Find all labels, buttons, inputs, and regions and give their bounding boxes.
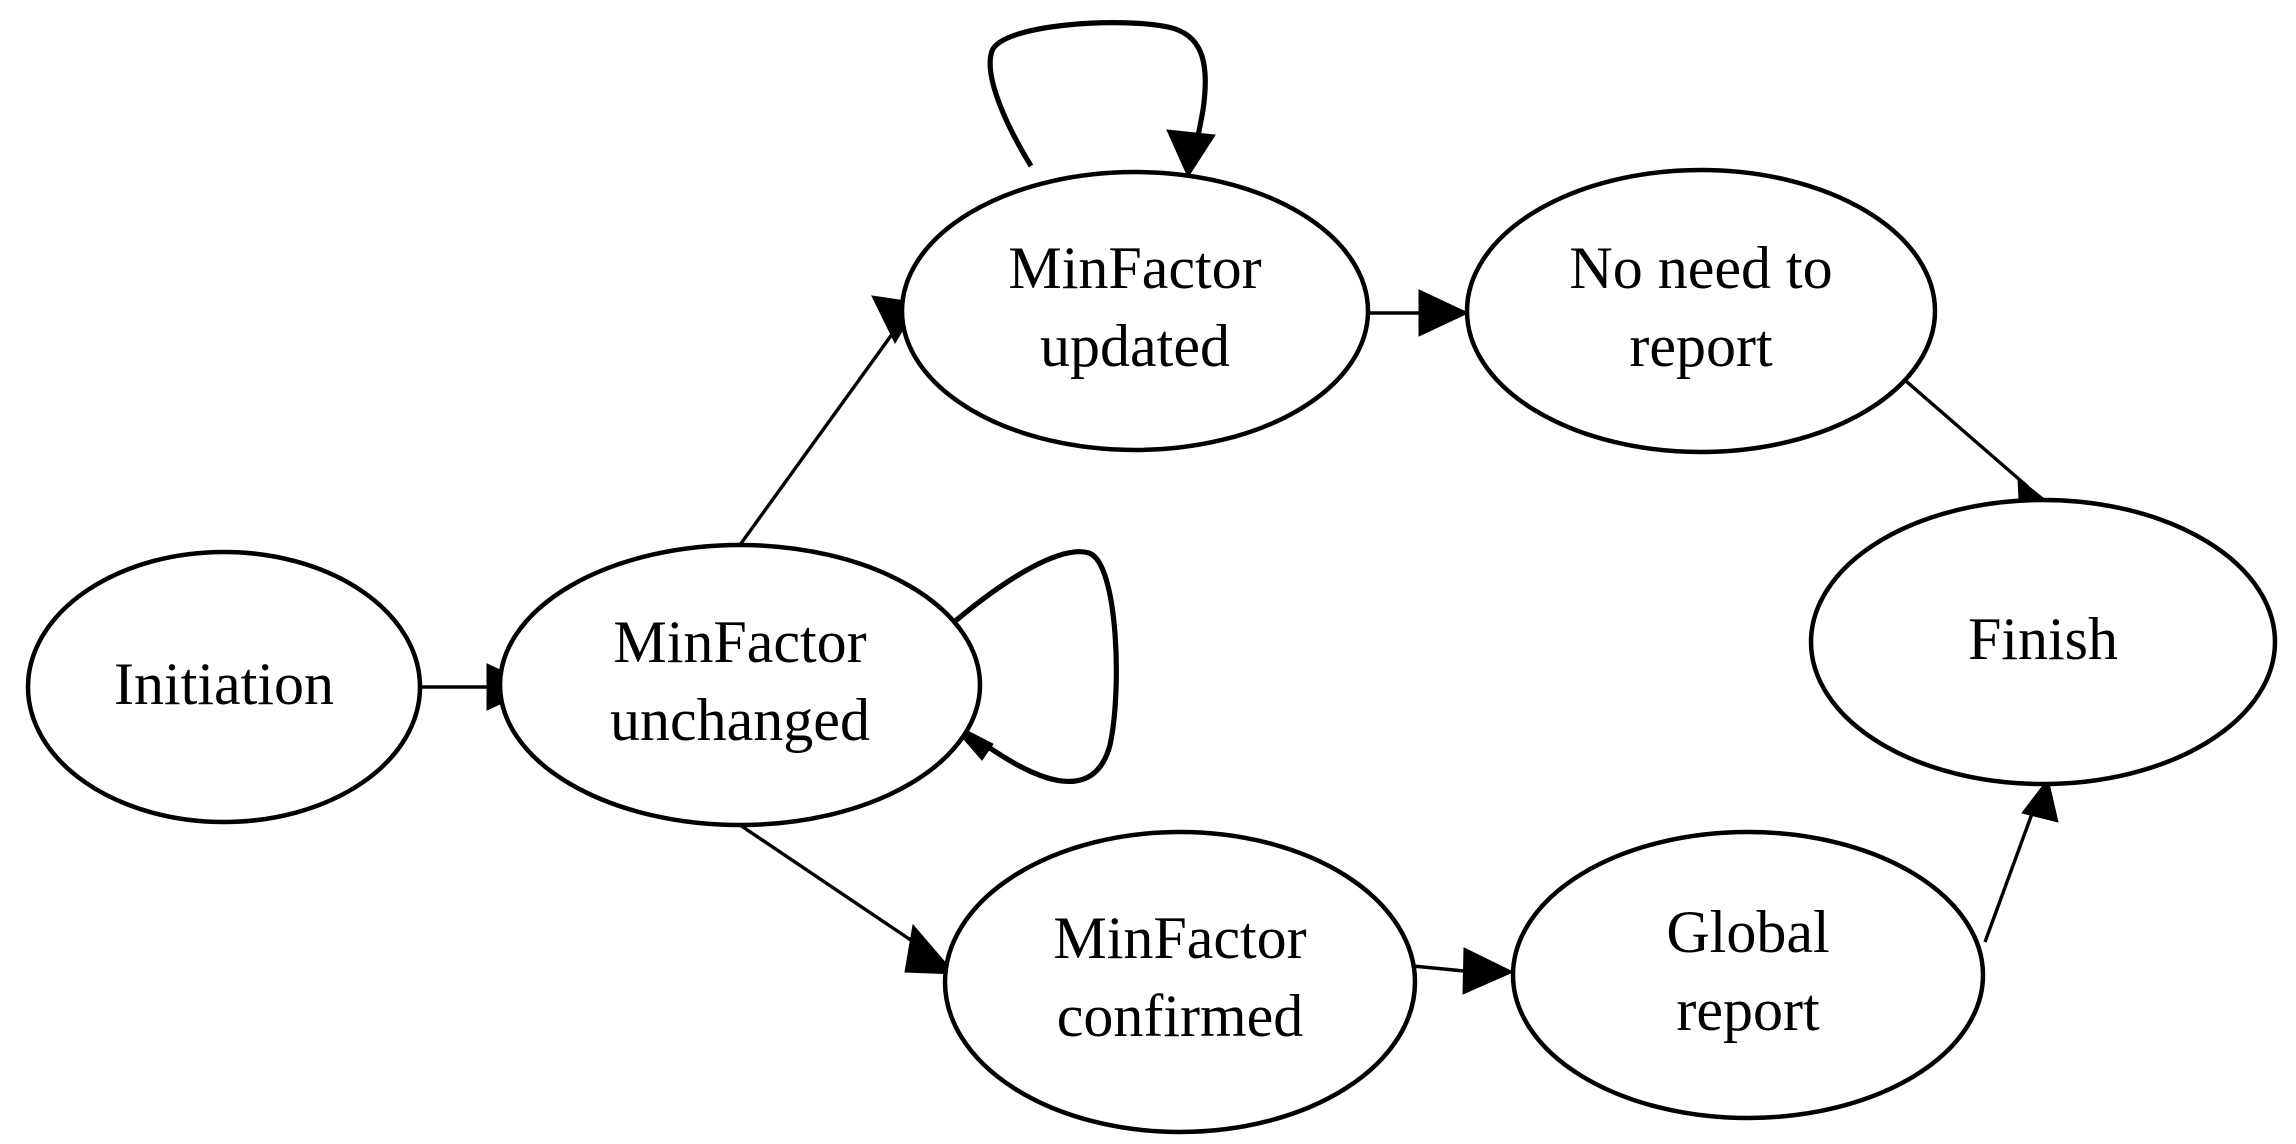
state-node-global-report[interactable]: Global report [1510, 829, 1986, 1121]
edge-line [1897, 373, 2030, 489]
state-node-finish[interactable]: Finish [1808, 497, 2278, 787]
arrow-head-icon [904, 923, 957, 975]
state-node-initiation[interactable]: Initiation [25, 549, 423, 825]
arrow-head-icon [1418, 289, 1470, 337]
state-node-label-line1: MinFactor [613, 609, 866, 675]
edge-minfactor-unchanged-to-minfactor-updated [735, 295, 920, 550]
state-node-ellipse[interactable] [1510, 829, 1986, 1121]
edge-minfactor-confirmed-to-global-report [1412, 947, 1515, 995]
edge-loop-path [987, 20, 1208, 168]
state-node-ellipse[interactable] [1464, 167, 1938, 455]
edge-line [1412, 964, 1465, 973]
state-node-label-line2: updated [1040, 313, 1230, 379]
edge-line [1983, 799, 2039, 943]
arrow-head-icon [1462, 947, 1515, 995]
edge-line [736, 821, 931, 955]
state-node-minfactor-updated[interactable]: MinFactor updated [899, 169, 1371, 453]
state-node-label-line1: MinFactor [1053, 905, 1306, 971]
state-node-label: Finish [1968, 606, 2118, 672]
state-node-ellipse[interactable] [25, 549, 423, 825]
state-node-ellipse[interactable] [942, 829, 1418, 1135]
state-node-minfactor-unchanged[interactable]: MinFactor unchanged [497, 542, 983, 828]
edge-global-report-to-finish [1983, 777, 2059, 943]
state-node-ellipse[interactable] [1808, 497, 2278, 787]
state-node-label-line2: report [1676, 977, 1820, 1043]
state-node-label-line1: Global [1666, 899, 1829, 965]
arrow-head-icon [2021, 777, 2059, 823]
state-node-label-line2: report [1629, 313, 1773, 379]
state-node-ellipse[interactable] [497, 542, 983, 828]
edge-minfactor-unchanged-to-minfactor-confirmed [736, 821, 957, 975]
state-node-label-line2: confirmed [1057, 983, 1304, 1049]
state-node-label-line1: MinFactor [1008, 235, 1261, 301]
state-node-label-line2: unchanged [610, 687, 870, 753]
edge-loop-path [945, 549, 1119, 784]
state-node-no-need-to-report[interactable]: No need to report [1464, 167, 1938, 455]
edge-minfactor-updated-to-no-need-to-report [1368, 289, 1470, 337]
state-node-label-line1: No need to [1569, 235, 1832, 301]
edge-line [735, 325, 900, 550]
arrow-head-icon [1166, 129, 1216, 179]
state-node-ellipse[interactable] [899, 169, 1371, 453]
edge-minfactor-updated-self-loop [987, 20, 1216, 179]
state-node-minfactor-confirmed[interactable]: MinFactor confirmed [942, 829, 1418, 1135]
state-node-label: Initiation [114, 651, 334, 717]
